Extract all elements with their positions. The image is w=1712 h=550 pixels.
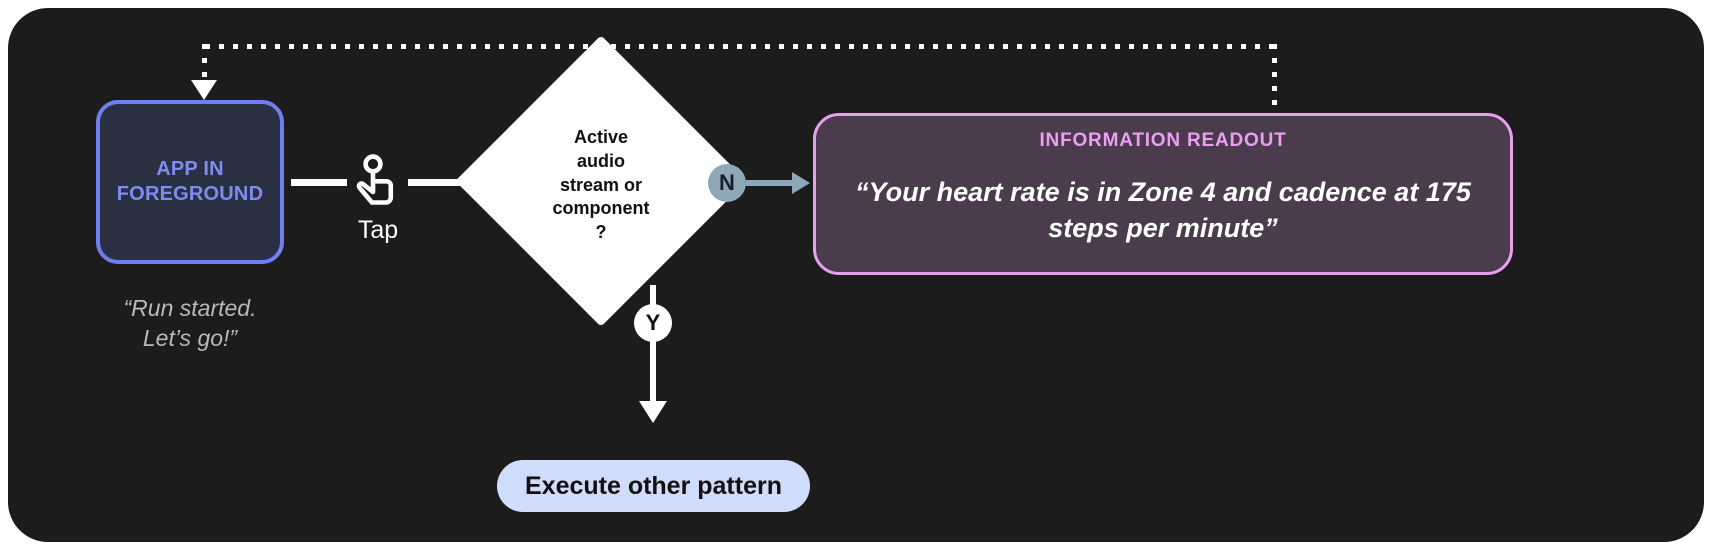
node-execute-other-pattern[interactable]: Execute other pattern bbox=[497, 460, 810, 512]
node-app-in-foreground-label: APP IN FOREGROUND bbox=[116, 158, 264, 205]
connector-yes-branch bbox=[650, 341, 656, 403]
connector-yes-branch-arrowhead-icon bbox=[639, 401, 667, 423]
feedback-path-horizontal bbox=[205, 44, 1277, 49]
connector-yes-stub bbox=[650, 285, 656, 305]
connector-tap-to-decision bbox=[408, 179, 478, 186]
decision-diamond-label: Active audio stream or component ? bbox=[552, 127, 650, 242]
readout-body: “Your heart rate is in Zone 4 and cadenc… bbox=[855, 177, 1471, 244]
branch-badge-yes: Y bbox=[634, 304, 672, 342]
feedback-path-arrowhead-icon bbox=[191, 80, 217, 100]
connector-app-to-tap bbox=[291, 179, 347, 186]
tap-label: Tap bbox=[357, 216, 399, 244]
diagram-canvas: APP IN FOREGROUND “Run started. Let’s go… bbox=[8, 8, 1704, 542]
app-node-caption: “Run started. Let’s go!” bbox=[123, 295, 257, 351]
connector-no-branch bbox=[746, 180, 794, 186]
branch-badge-no: N bbox=[708, 164, 746, 202]
node-app-in-foreground[interactable]: APP IN FOREGROUND bbox=[96, 100, 284, 264]
node-information-readout[interactable]: INFORMATION READOUT “Your heart rate is … bbox=[813, 113, 1513, 275]
readout-title: INFORMATION READOUT bbox=[1039, 130, 1287, 151]
node-execute-other-pattern-label: Execute other pattern bbox=[524, 471, 782, 500]
connector-no-branch-arrowhead-icon bbox=[792, 172, 810, 194]
feedback-path-left-vertical bbox=[202, 44, 207, 82]
feedback-path-right-vertical bbox=[1272, 44, 1277, 116]
tap-hand-icon bbox=[352, 154, 404, 210]
